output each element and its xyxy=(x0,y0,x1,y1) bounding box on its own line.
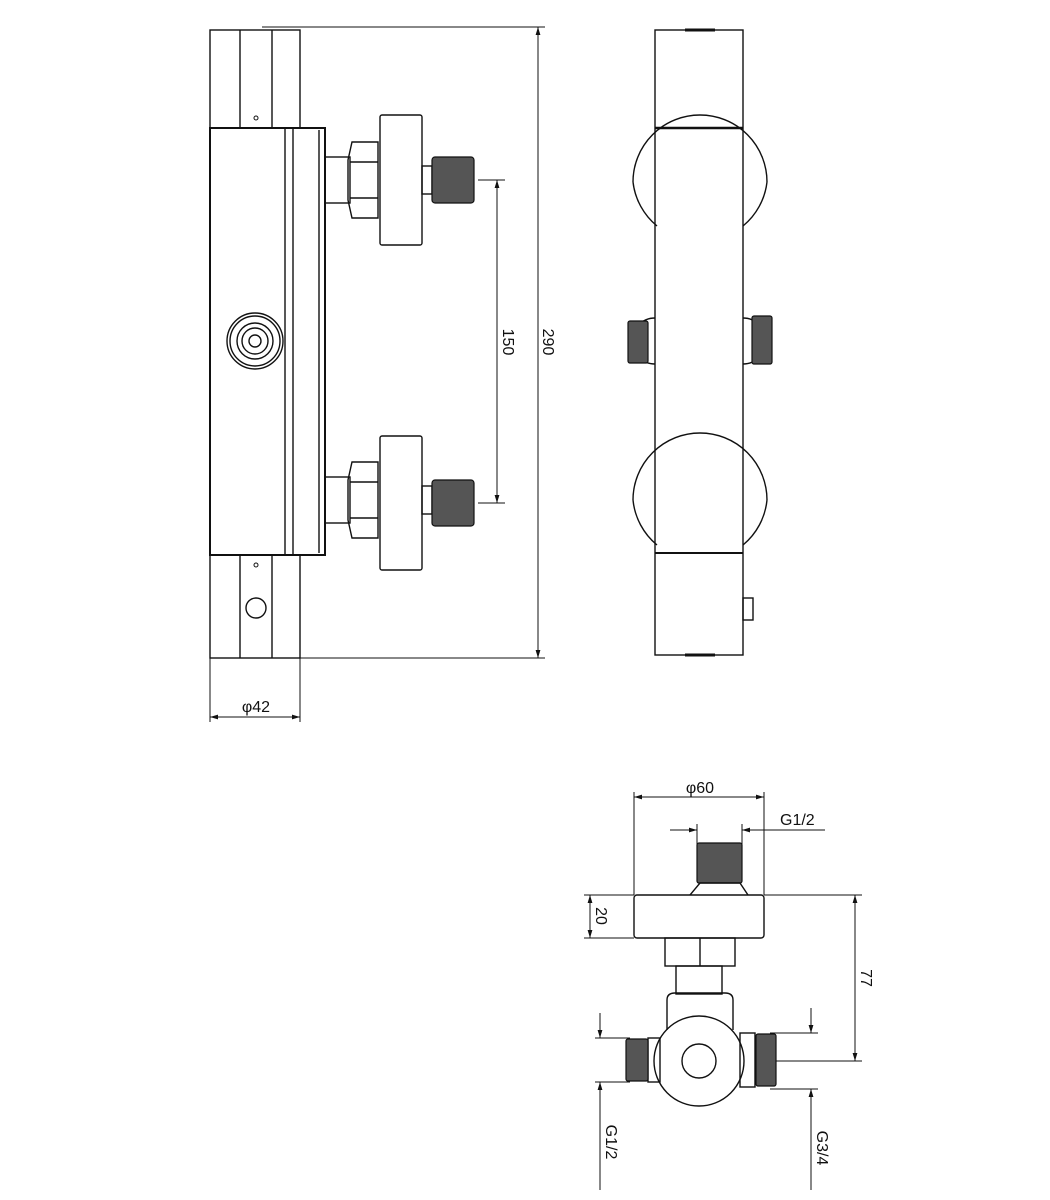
dimension-20: 20 xyxy=(584,894,634,939)
side-view xyxy=(627,28,773,657)
dimension-label: 20 xyxy=(592,907,609,925)
dimension-label: G1/2 xyxy=(602,1125,619,1160)
dimension-label: 290 xyxy=(539,329,556,356)
thread-icon xyxy=(627,320,649,364)
front-view: 150 290 φ42 xyxy=(209,26,556,722)
dimension-diameter-60: φ60 xyxy=(633,780,765,895)
bottom-view: φ60 G1/2 20 77 xyxy=(584,780,874,1190)
upper-inlet-connector xyxy=(324,114,475,246)
thread-icon xyxy=(696,842,743,884)
dimension-label: 77 xyxy=(857,969,874,987)
dimension-left-thread: G1/2 xyxy=(595,1013,630,1190)
dimension-diameter-42: φ42 xyxy=(209,658,301,722)
lower-inlet-connector xyxy=(324,435,475,571)
thread-icon xyxy=(625,1038,649,1082)
dimension-outlet-thread: G1/2 xyxy=(670,812,825,845)
dimension-label: φ42 xyxy=(242,699,270,716)
thread-icon xyxy=(751,315,773,365)
thread-icon xyxy=(431,156,475,204)
bottom-cap xyxy=(209,554,301,659)
dimension-right-thread: G3/4 xyxy=(770,1008,830,1190)
dimension-label: φ60 xyxy=(686,780,714,797)
dimension-150: 150 xyxy=(478,179,516,504)
dimension-290: 290 xyxy=(262,26,556,659)
dimension-label: G3/4 xyxy=(813,1131,830,1166)
dimension-label: 150 xyxy=(499,329,516,356)
dimension-label: G1/2 xyxy=(780,812,815,829)
top-cap xyxy=(209,29,301,129)
control-knob xyxy=(226,312,284,370)
dimension-77: 77 xyxy=(764,894,874,1062)
thread-icon xyxy=(431,479,475,527)
thread-icon xyxy=(755,1033,777,1087)
